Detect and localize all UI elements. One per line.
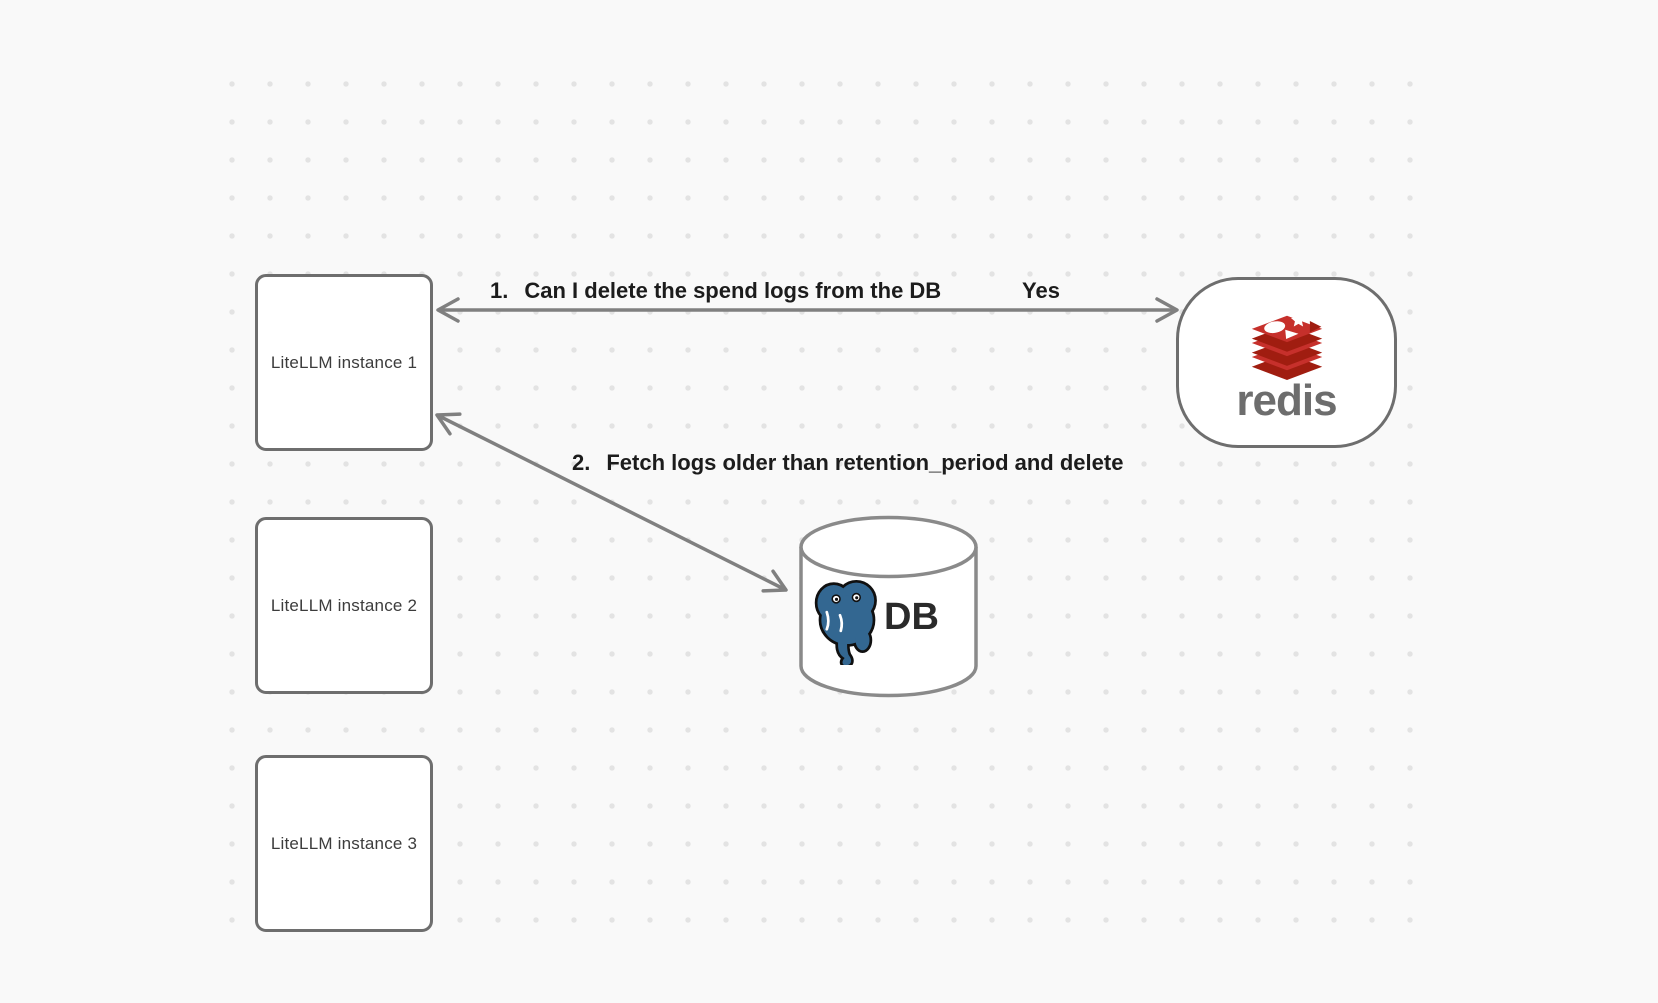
edge2-text: Fetch logs older than retention_period a…	[606, 450, 1124, 475]
db-label: DB	[884, 596, 939, 638]
redis-wordmark: redis	[1236, 376, 1337, 425]
node-litellm-instance-3[interactable]: LiteLLM instance 3	[255, 755, 433, 932]
edge2-number: 2.	[572, 450, 591, 475]
edge2-label[interactable]: 2. Fetch logs older than retention_perio…	[572, 449, 1123, 477]
postgresql-elephant-icon	[814, 579, 877, 665]
edge1-text: Can I delete the spend logs from the DB	[524, 278, 942, 303]
node-litellm-instance-1[interactable]: LiteLLM instance 1	[255, 274, 433, 451]
node-label: LiteLLM instance 1	[270, 352, 418, 372]
node-redis[interactable]: redis	[1176, 277, 1397, 448]
edge1-response-label[interactable]: Yes	[1022, 277, 1060, 305]
edge1-number: 1.	[490, 278, 509, 303]
node-litellm-instance-2[interactable]: LiteLLM instance 2	[255, 517, 433, 694]
edge1-label[interactable]: 1. Can I delete the spend logs from the …	[490, 277, 941, 305]
node-label: LiteLLM instance 3	[270, 833, 418, 853]
arrow-instance1-db[interactable]	[435, 412, 788, 593]
edge1-response-text: Yes	[1022, 278, 1060, 303]
node-label: LiteLLM instance 2	[270, 595, 418, 615]
redis-logo-icon	[1251, 312, 1322, 380]
